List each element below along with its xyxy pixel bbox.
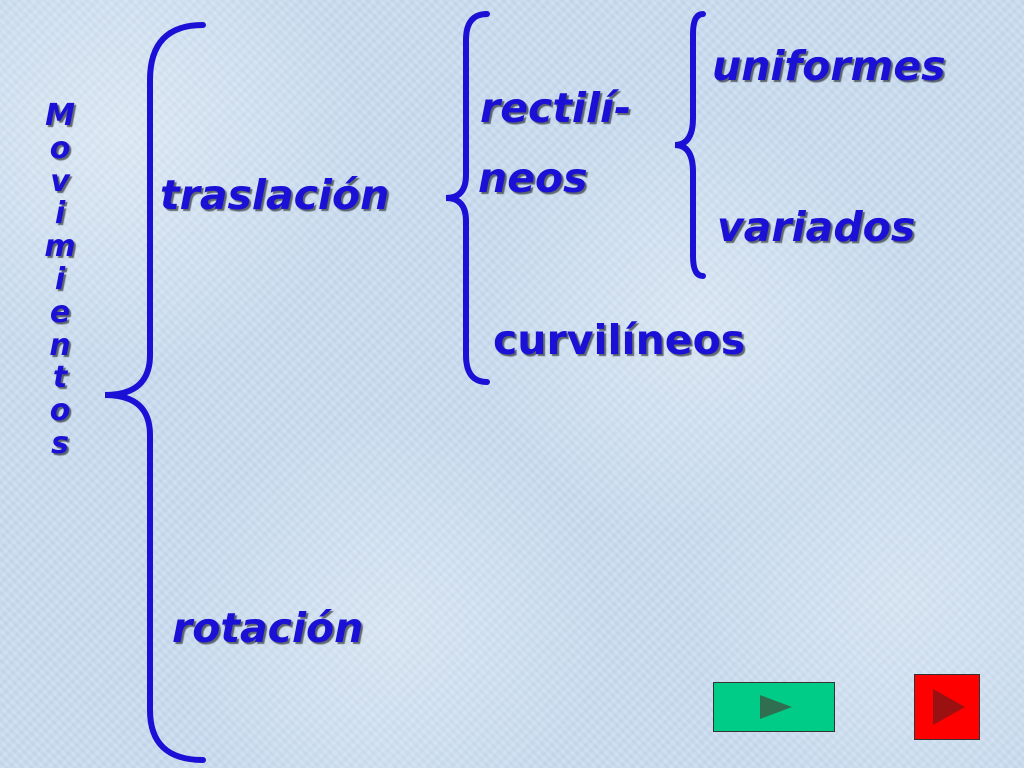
brace-rectilineos: [674, 11, 706, 279]
brace-traslacion: [445, 11, 490, 385]
end-slide-button[interactable]: [914, 674, 980, 740]
node-uniformes: uniformes: [712, 42, 946, 90]
node-traslacion: traslación: [160, 171, 390, 219]
title-letter: i: [54, 196, 66, 232]
title-letter: i: [54, 261, 66, 297]
title-letter: o: [49, 393, 71, 429]
title-letter: n: [49, 327, 71, 363]
title-letter: m: [44, 229, 76, 265]
play-triangle-icon: [760, 695, 792, 719]
next-slide-button[interactable]: [713, 682, 835, 732]
title-letter: M: [45, 98, 75, 133]
title-letter: t: [52, 360, 68, 396]
title-letter: o: [49, 130, 71, 166]
node-curvilineos: curvilíneos: [493, 316, 746, 364]
node-rectilineos-line2: neos: [478, 154, 588, 202]
title-letter: e: [49, 294, 71, 330]
node-rectilineos-line1: rectilí-: [480, 84, 632, 132]
brace-movimientos: [104, 22, 206, 763]
node-variados: variados: [717, 203, 916, 251]
node-rotacion: rotación: [172, 604, 364, 652]
play-triangle-icon: [933, 689, 965, 725]
title-letter: s: [51, 425, 69, 461]
title-letter: v: [50, 163, 70, 199]
